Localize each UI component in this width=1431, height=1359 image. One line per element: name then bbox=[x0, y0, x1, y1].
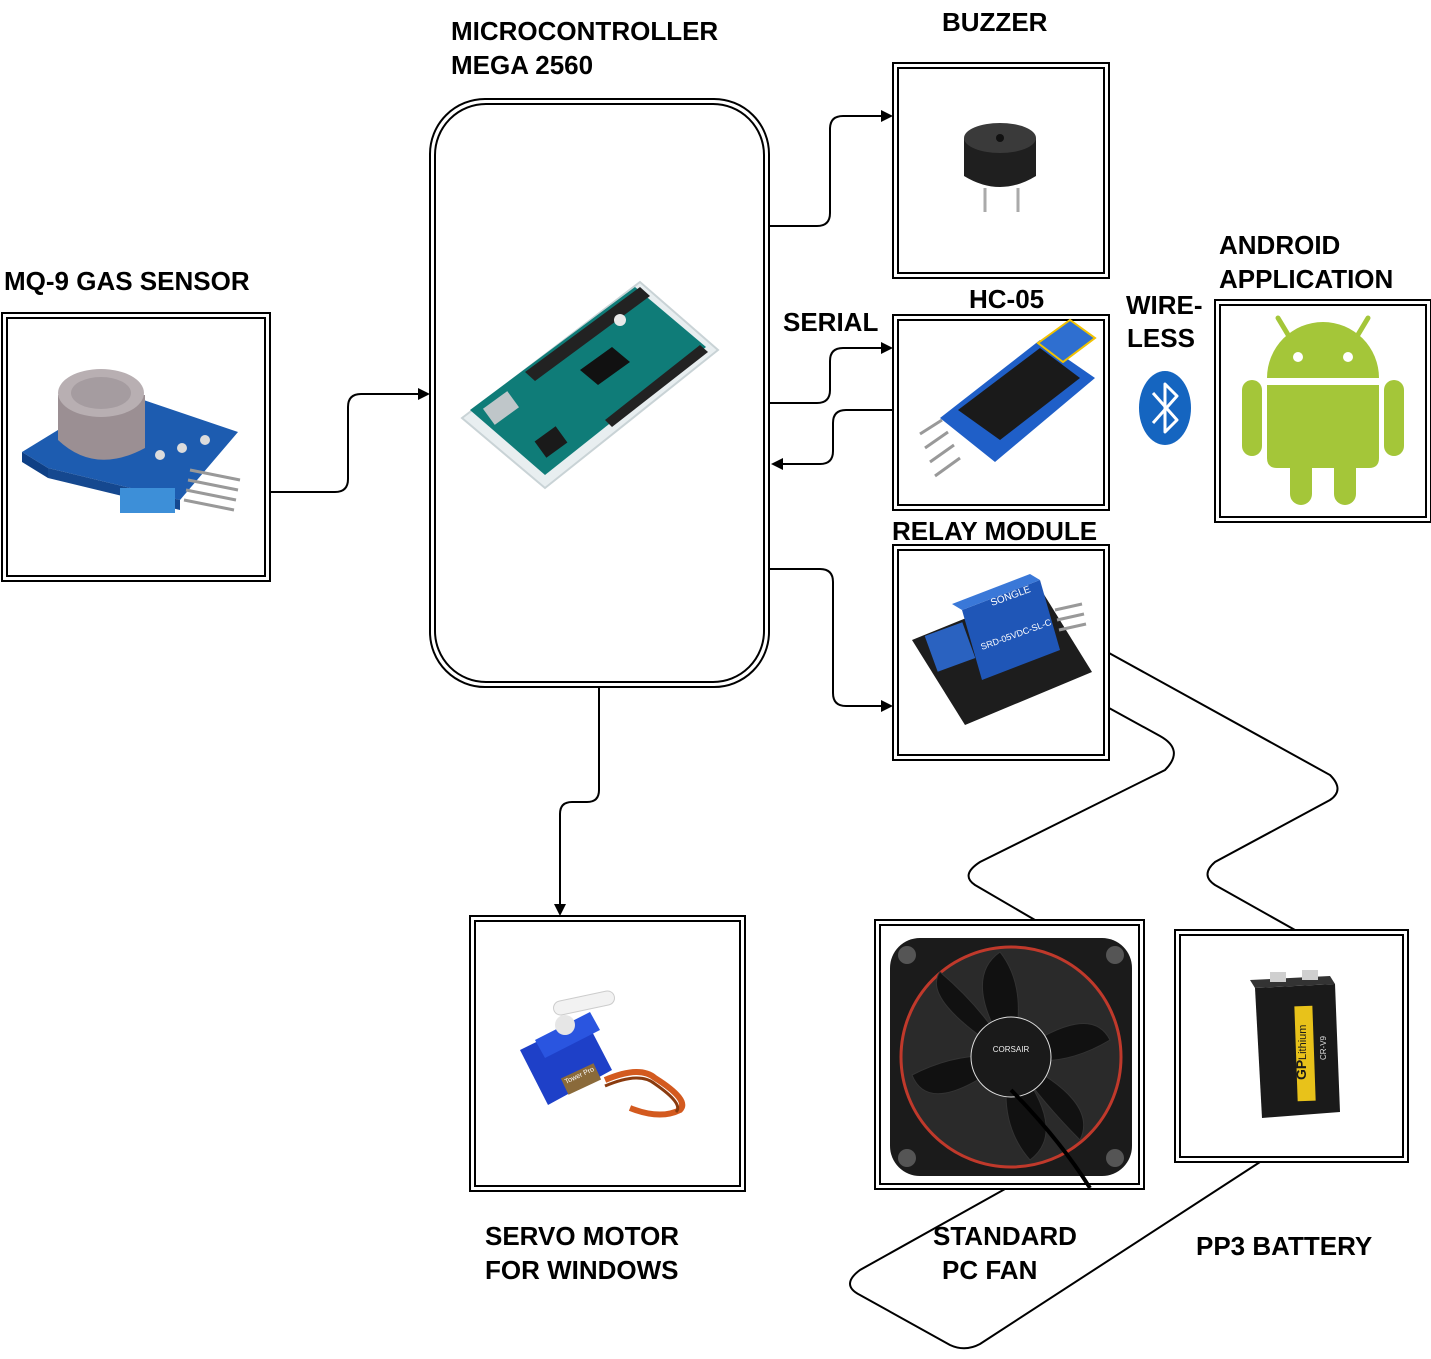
servo-image: Tower Pro bbox=[520, 990, 686, 1118]
label-buzzer: BUZZER bbox=[942, 7, 1048, 37]
label-wireless-line2: LESS bbox=[1127, 323, 1195, 353]
connector-mcu-to-servo bbox=[554, 688, 600, 916]
label-hc05: HC-05 bbox=[969, 284, 1045, 314]
pc-fan-image: CORSAIR bbox=[890, 938, 1132, 1190]
servo-box bbox=[469, 915, 746, 1192]
label-fan-line1: STANDARD bbox=[933, 1221, 1077, 1251]
label-microcontroller-line2: MEGA 2560 bbox=[451, 50, 594, 80]
arduino-mega-image bbox=[460, 280, 720, 490]
label-relay: RELAY MODULE bbox=[892, 516, 1098, 546]
gas-sensor-image bbox=[22, 369, 241, 513]
connector-sensor-to-mcu bbox=[270, 388, 430, 493]
label-gas-sensor: MQ-9 GAS SENSOR bbox=[4, 266, 250, 296]
buzzer-image bbox=[964, 123, 1036, 212]
fan-brand-text: CORSAIR bbox=[993, 1045, 1030, 1054]
label-battery: PP3 BATTERY bbox=[1196, 1231, 1373, 1261]
label-wireless-line1: WIRE- bbox=[1126, 290, 1203, 320]
android-robot-icon bbox=[1242, 315, 1404, 505]
relay-module-image: SONGLE SRD-05VDC-SL-C bbox=[912, 574, 1092, 725]
wire-relay-to-battery bbox=[1108, 652, 1339, 931]
label-serial: SERIAL bbox=[783, 307, 879, 337]
battery-model-text: CR-V9 bbox=[1319, 1035, 1328, 1060]
connector-mcu-to-buzzer bbox=[769, 110, 893, 227]
battery-type-text: Lithium bbox=[1297, 1025, 1309, 1060]
label-servo-line1: SERVO MOTOR bbox=[485, 1221, 680, 1251]
label-fan-line2: PC FAN bbox=[942, 1255, 1038, 1285]
label-android-line2: APPLICATION bbox=[1219, 264, 1394, 294]
connector-mcu-to-relay bbox=[769, 568, 893, 712]
pp3-battery-image: GP Lithium CR-V9 bbox=[1250, 970, 1340, 1118]
bluetooth-icon bbox=[1139, 371, 1191, 445]
connector-hc05-to-mcu bbox=[771, 409, 893, 470]
label-microcontroller-line1: MICROCONTROLLER bbox=[451, 16, 719, 46]
label-android-line1: ANDROID bbox=[1219, 230, 1341, 260]
connector-mcu-to-hc05 bbox=[769, 342, 893, 404]
label-servo-line2: FOR WINDOWS bbox=[485, 1255, 679, 1285]
battery-brand-text: GP bbox=[1293, 1060, 1309, 1080]
wire-relay-to-fan bbox=[967, 707, 1175, 921]
hc05-image bbox=[919, 318, 1097, 478]
wire-fan-to-battery-loop bbox=[849, 1161, 1261, 1350]
